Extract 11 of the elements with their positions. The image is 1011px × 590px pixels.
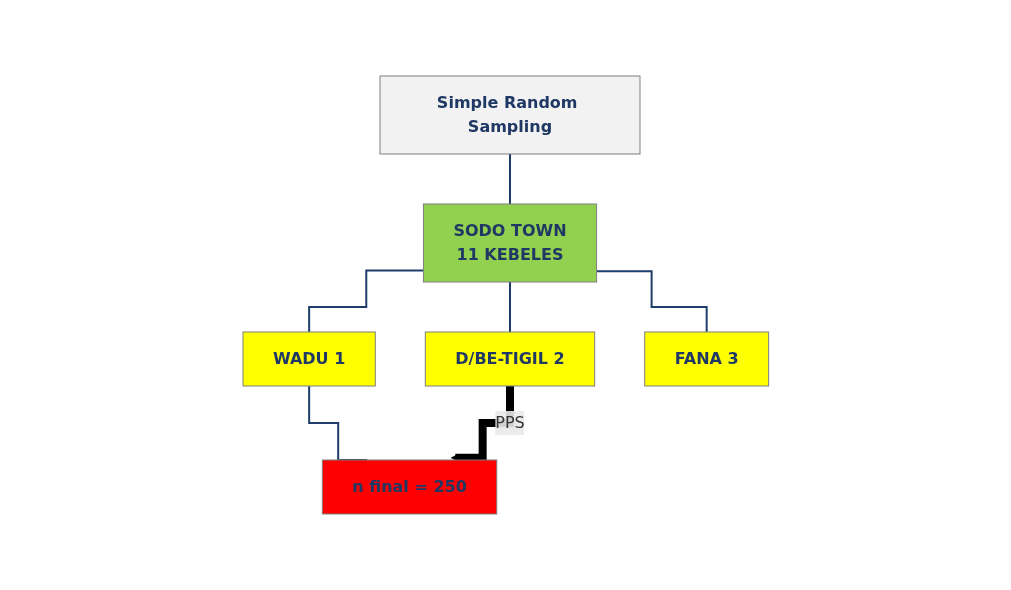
connector	[595, 270, 708, 333]
connector	[307, 269, 425, 333]
node-box: SODO TOWN 11 KEBELES	[422, 203, 597, 283]
node-box: Simple Random Sampling	[379, 75, 641, 155]
node-box: FANA 3	[643, 331, 769, 387]
node-box: n final = 250	[321, 459, 497, 515]
node-box: D/BE-TIGIL 2	[424, 331, 595, 387]
connector	[508, 153, 511, 205]
edge-label: PPS	[494, 413, 525, 432]
node-box: WADU 1	[242, 331, 376, 387]
connector	[508, 281, 511, 333]
